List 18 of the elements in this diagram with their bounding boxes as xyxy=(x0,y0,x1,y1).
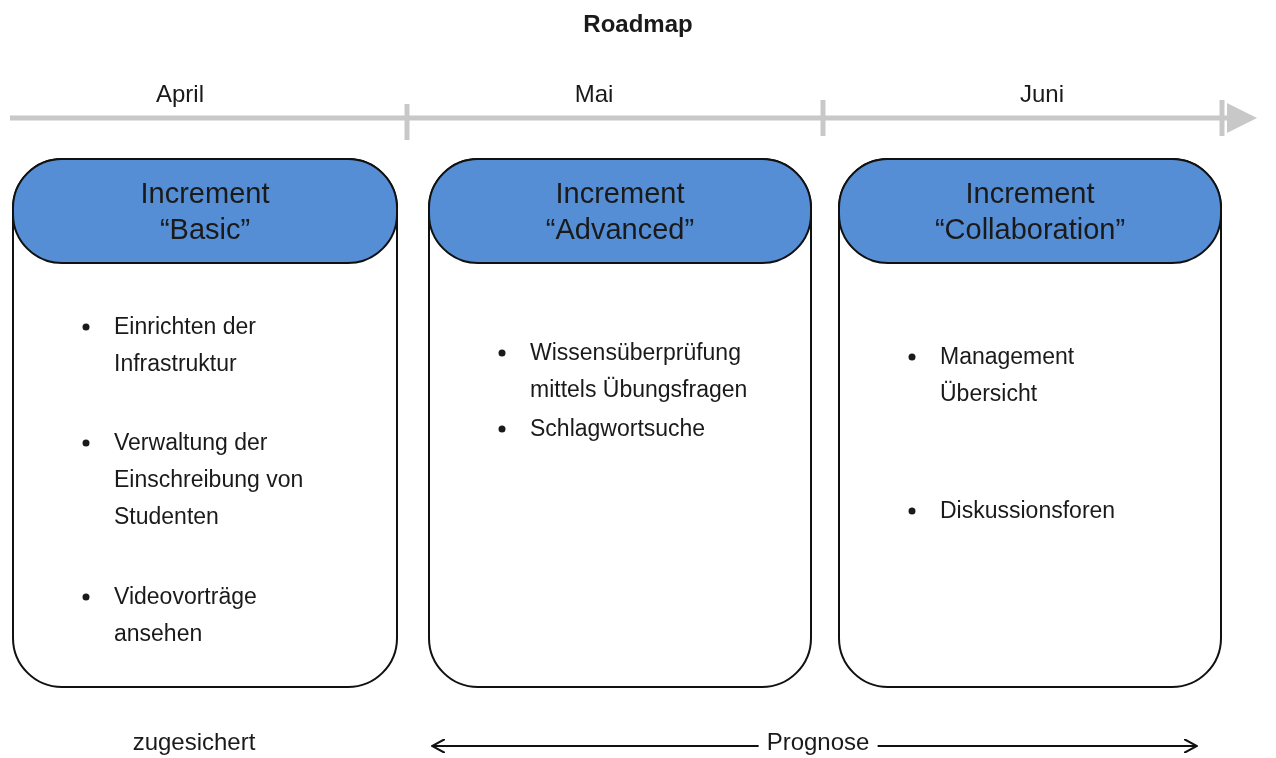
bullet-text: Einrichten der Infrastruktur xyxy=(114,313,256,376)
bullet-text: Management Übersicht xyxy=(940,343,1075,406)
bullet-text: Diskussionsforen xyxy=(940,497,1116,523)
increment-card xyxy=(12,158,398,688)
increment-card xyxy=(428,158,812,688)
increment-card xyxy=(838,158,1222,688)
bullet-text: Verwaltung der Einschreibung von Studenten xyxy=(114,429,304,529)
card-header: Increment “Basic” xyxy=(12,158,398,264)
bullet-text: Videovorträge ansehen xyxy=(114,583,257,646)
status-label: zugesichert xyxy=(132,728,256,756)
month-label: Mai xyxy=(574,80,614,108)
diagram-title: Roadmap xyxy=(582,10,694,38)
month-label: April xyxy=(156,80,204,108)
bullet-text: Wissensüberprüfung mittels Übungsfragen xyxy=(530,339,748,402)
card-header: Increment “Advanced” xyxy=(428,158,812,264)
month-label: Juni xyxy=(1020,80,1064,108)
card-header: Increment “Collaboration” xyxy=(838,158,1222,264)
bullet-text: Schlagwortsuche xyxy=(530,415,706,441)
